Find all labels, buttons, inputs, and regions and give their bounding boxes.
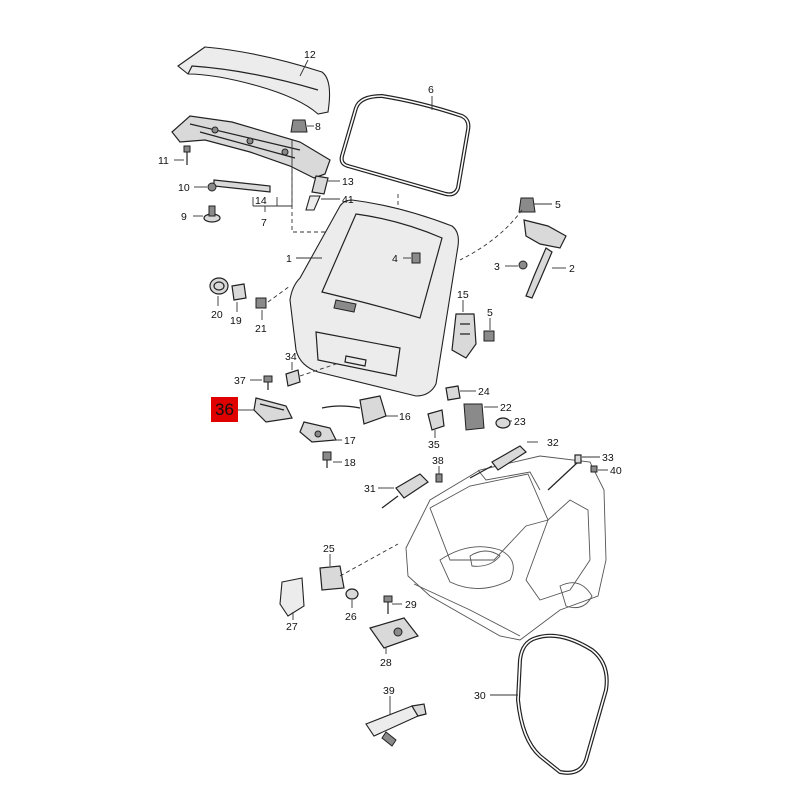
clip-9-part — [203, 205, 221, 223]
vehicle-rear-body — [405, 455, 607, 641]
callout-22: 22 — [500, 402, 512, 414]
highlighted-callout-36: 36 — [211, 397, 238, 422]
callout-2: 2 — [569, 263, 575, 275]
lock-actuator-16-part — [321, 395, 387, 425]
callout-8: 8 — [315, 121, 321, 133]
screw-18-part — [322, 451, 332, 468]
bush-24-part — [445, 385, 461, 401]
callout-25: 25 — [323, 543, 335, 555]
callout-5-hinge: 5 — [555, 199, 561, 211]
door-seal-30-part — [515, 633, 609, 775]
bolt-4-part — [411, 252, 421, 264]
callout-21: 21 — [255, 323, 267, 335]
callout-5-latch: 5 — [487, 307, 493, 319]
grease-tube-39-part — [365, 703, 427, 747]
callout-35: 35 — [428, 439, 440, 451]
callout-26: 26 — [345, 611, 357, 623]
callout-14: 14 — [255, 195, 267, 207]
callout-19: 19 — [230, 315, 242, 327]
window-seal-part — [339, 93, 471, 197]
callout-13: 13 — [342, 176, 354, 188]
gas-strut-32-part — [469, 445, 527, 479]
callout-32: 32 — [547, 437, 559, 449]
spoiler-carrier-part — [171, 115, 331, 179]
screw-37-part — [263, 375, 273, 390]
lock-cover-27-part — [279, 577, 305, 617]
bracket-25-part — [319, 565, 345, 591]
callout-12: 12 — [304, 49, 316, 61]
callout-24: 24 — [478, 386, 490, 398]
clip-21-part — [255, 297, 267, 309]
clip-38-part — [435, 473, 443, 483]
strut-33-part — [547, 454, 582, 491]
callout-38: 38 — [432, 455, 444, 467]
cover-22-part — [463, 403, 485, 431]
callout-34: 34 — [285, 351, 297, 363]
callout-30: 30 — [474, 690, 486, 702]
tailgate-part — [289, 199, 459, 397]
callout-23: 23 — [514, 416, 526, 428]
strip-41-part — [305, 195, 321, 211]
callout-41: 41 — [342, 194, 354, 206]
callout-27: 27 — [286, 621, 298, 633]
callout-40: 40 — [610, 465, 622, 477]
callout-20: 20 — [211, 309, 223, 321]
callout-10: 10 — [178, 182, 190, 194]
callout-9: 9 — [181, 211, 187, 223]
callout-16: 16 — [399, 411, 411, 423]
callout-31: 31 — [364, 483, 376, 495]
screw-29-part — [383, 595, 393, 614]
callout-17: 17 — [344, 435, 356, 447]
spoiler-part — [177, 46, 331, 115]
lock-17-part — [299, 421, 337, 443]
nut-8-part — [290, 119, 308, 133]
callout-39: 39 — [383, 685, 395, 697]
clip-40-part — [590, 465, 598, 473]
bracket-35-part — [427, 409, 445, 431]
fastener-23-part — [495, 417, 511, 429]
latch-15-part — [451, 313, 477, 359]
callout-1: 1 — [286, 253, 292, 265]
callout-6: 6 — [428, 84, 434, 96]
striker-28-part — [369, 617, 419, 649]
callout-3: 3 — [494, 261, 500, 273]
trim-strip-10-part — [207, 179, 271, 193]
buffer-34-part — [285, 369, 301, 387]
callout-labels: 12 6 8 11 13 10 41 14 5 9 7 1 4 3 2 15 5… — [158, 49, 622, 702]
callout-11: 11 — [158, 155, 169, 167]
cap-20-part — [209, 277, 229, 295]
bolt-11-part — [183, 145, 191, 165]
callout-7: 7 — [261, 217, 267, 229]
nut-26-part — [345, 588, 359, 600]
callout-15: 15 — [457, 289, 469, 301]
callout-28: 28 — [380, 657, 392, 669]
hinge-part — [518, 197, 567, 299]
handle-36-part — [253, 397, 293, 423]
bracket-13-part — [311, 175, 329, 195]
bush-19-part — [231, 283, 247, 301]
callout-29: 29 — [405, 599, 417, 611]
callout-33: 33 — [602, 452, 614, 464]
callout-18: 18 — [344, 457, 356, 469]
gas-strut-31-part — [381, 473, 429, 509]
callout-4: 4 — [392, 253, 398, 265]
nut-5-part — [483, 330, 495, 342]
callout-37: 37 — [234, 375, 246, 387]
